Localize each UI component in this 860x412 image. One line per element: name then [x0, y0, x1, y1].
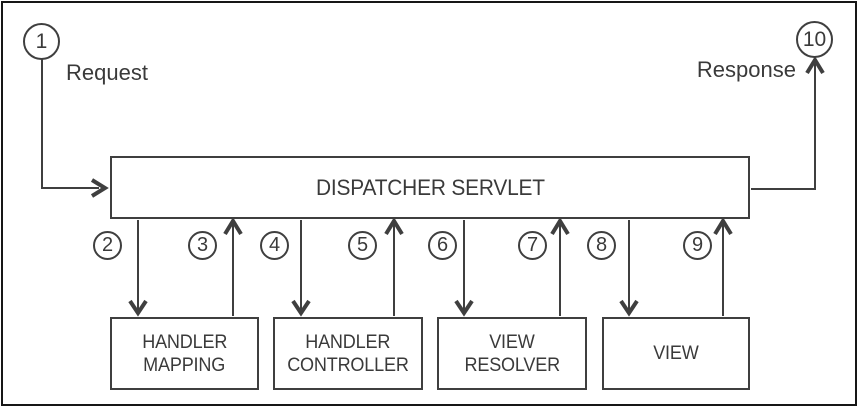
- step7-arrowhead-up-icon: [550, 217, 570, 236]
- step-circle-1: 1: [23, 23, 60, 60]
- step-number: 2: [101, 234, 114, 256]
- step8-arrowhead-down-icon: [619, 299, 639, 317]
- step5-arrowhead-up-icon: [384, 217, 404, 236]
- request-label: Request: [66, 60, 148, 85]
- dispatcher-servlet-label: DISPATCHER SERVLET: [315, 174, 545, 200]
- step-number: 10: [802, 27, 827, 51]
- step2-arrowhead-down-icon: [128, 299, 148, 317]
- dispatcher-servlet-box: DISPATCHER SERVLET: [110, 156, 750, 219]
- step-circle-2: 2: [93, 231, 122, 260]
- step-number: 7: [526, 234, 539, 256]
- step-number: 3: [196, 234, 209, 256]
- step-circle-10: 10: [796, 21, 833, 58]
- step-circle-3: 3: [188, 231, 217, 260]
- handler-controller-box: HANDLER CONTROLLER: [273, 317, 423, 390]
- handler-mapping-label-line1: HANDLER: [142, 331, 227, 353]
- step-circle-4: 4: [260, 231, 289, 260]
- step-circle-5: 5: [348, 231, 377, 260]
- step4-arrowhead-down-icon: [291, 299, 311, 317]
- step-number: 9: [691, 234, 704, 256]
- view-label-line1: VIEW: [653, 343, 699, 364]
- step-circle-8: 8: [587, 231, 616, 260]
- view-resolver-label-line2: RESOLVER: [464, 354, 560, 376]
- step-circle-6: 6: [428, 231, 457, 260]
- step9-arrowhead-up-icon: [713, 217, 733, 236]
- step-number: 8: [595, 234, 608, 256]
- step-number: 6: [436, 234, 449, 256]
- handler-controller-label-line2: CONTROLLER: [287, 354, 409, 376]
- step-number: 1: [35, 29, 48, 53]
- step-circle-7: 7: [518, 231, 547, 260]
- view-resolver-label-line1: VIEW: [489, 331, 535, 353]
- step-circle-9: 9: [683, 231, 712, 260]
- handler-mapping-label-line2: MAPPING: [143, 354, 226, 376]
- response-label: Response: [696, 57, 796, 82]
- step-number: 5: [356, 234, 369, 256]
- step-number: 4: [268, 234, 281, 256]
- handler-mapping-box: HANDLER MAPPING: [110, 317, 259, 390]
- handler-controller-label-line1: HANDLER: [305, 331, 391, 353]
- request-arrowhead-right-icon: [90, 178, 109, 198]
- step6-arrowhead-down-icon: [454, 299, 474, 317]
- view-resolver-box: VIEW RESOLVER: [437, 317, 587, 390]
- step3-arrowhead-up-icon: [223, 217, 243, 236]
- view-box: VIEW: [602, 317, 750, 390]
- response-arrowhead-up-icon: [805, 56, 825, 75]
